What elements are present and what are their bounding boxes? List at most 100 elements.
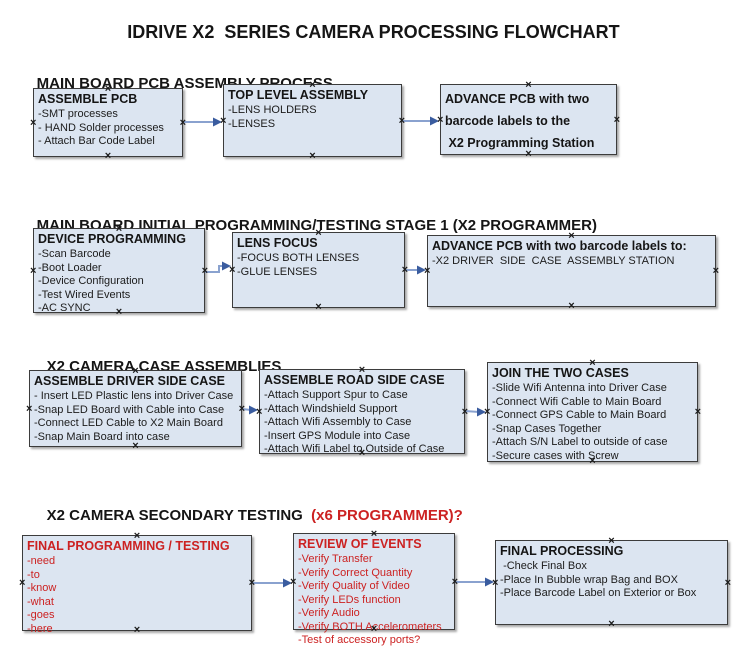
section-heading-secondary-testing: X2 CAMERA SECONDARY TESTING (x6 PROGRAMM… <box>30 490 463 541</box>
box-item: -Snap LED Board with Cable into Case <box>34 403 225 416</box>
box-item: -Verify BOTH Accelerometers <box>298 620 442 633</box>
box-title: DEVICE PROGRAMMING <box>38 232 186 246</box>
box-item: -here <box>27 622 53 635</box>
connection-point-icon: × <box>30 116 37 129</box>
connection-point-icon: × <box>229 264 236 276</box>
flow-box-final-programming-testing[interactable]: FINAL PROGRAMMING / TESTING -need -to -k… <box>19 531 255 636</box>
connection-point-icon: × <box>613 113 620 126</box>
box-item: -Slide Wifi Antenna into Driver Case <box>492 382 667 394</box>
flow-box-top-level-assembly[interactable]: TOP LEVEL ASSEMBLY -LENS HOLDERS -LENSES… <box>220 80 405 162</box>
box-item: -AC SYNC <box>38 302 91 314</box>
arrow-assemble-pcb-to-top-level[interactable] <box>184 117 222 127</box>
connection-point-icon: × <box>608 618 615 630</box>
box-item: -need <box>27 555 56 567</box>
arrow-final-programming-to-review[interactable] <box>252 578 292 588</box>
box-item: -Verify Audio <box>298 607 360 619</box>
connection-point-icon: × <box>712 265 719 277</box>
arrow-review-to-final-processing[interactable] <box>455 577 494 587</box>
box-item: -Connect GPS Cable to Main Board <box>492 409 667 421</box>
box-item: - HAND Solder processes <box>38 121 164 134</box>
box-item: -Connect LED Cable to X2 Main Board <box>34 417 223 429</box>
box-item: - Attach Bar Code Label <box>38 135 155 147</box>
flow-box-review-of-events[interactable]: REVIEW OF EVENTS -Verify Transfer -Verif… <box>290 529 458 647</box>
box-item: -LENS HOLDERS <box>228 104 317 116</box>
connection-point-icon: × <box>451 575 458 588</box>
arrow-road-case-to-join-cases[interactable] <box>464 407 486 417</box>
box-item: -know <box>27 582 57 594</box>
connection-point-icon: × <box>290 575 297 588</box>
flow-box-advance-pcb-programming-station[interactable]: ADVANCE PCB with two barcode labels to t… <box>437 80 620 160</box>
connection-point-icon: × <box>201 264 208 277</box>
box-item: -Verify Correct Quantity <box>298 566 413 579</box>
box-item: -goes <box>27 609 55 621</box>
arrow-top-level-to-advance-pcb[interactable] <box>402 116 439 126</box>
flow-box-device-programming[interactable]: DEVICE PROGRAMMING -Scan Barcode -Boot L… <box>30 224 208 318</box>
box-item: -Snap Cases Together <box>492 422 602 435</box>
box-title: LENS FOCUS <box>237 236 318 250</box>
box-item: -GLUE LENSES <box>237 265 318 278</box>
box-item: -Device Configuration <box>38 275 144 287</box>
flow-box-assemble-road-side-case[interactable]: ASSEMBLE ROAD SIDE CASE -Attach Support … <box>256 365 468 459</box>
box-title: ASSEMBLE PCB <box>38 92 138 106</box>
box-item: -Verify Quality of Video <box>298 580 410 592</box>
connection-point-icon: × <box>309 150 316 162</box>
box-item: -Test Wired Events <box>38 288 131 301</box>
connection-point-icon: × <box>568 300 575 312</box>
box-title: FINAL PROCESSING <box>500 544 624 558</box>
flow-box-lens-focus[interactable]: LENS FOCUS -FOCUS BOTH LENSES -GLUE LENS… <box>229 228 408 313</box>
box-item: -Attach Wifi Label to Outside of Case <box>264 443 445 455</box>
section-heading-text: X2 CAMERA SECONDARY TESTING <box>46 507 312 524</box>
box-item: -Attach Support Spur to Case <box>264 389 408 401</box>
flow-box-join-the-two-cases[interactable]: JOIN THE TWO CASES -Slide Wifi Antenna i… <box>484 358 701 467</box>
box-title: REVIEW OF EVENTS <box>298 537 422 551</box>
connection-point-icon: × <box>256 405 263 418</box>
connection-point-icon: × <box>492 576 499 589</box>
box-title: JOIN THE TWO CASES <box>492 366 629 380</box>
section-heading-highlight: (x6 PROGRAMMER)? <box>311 507 463 524</box>
box-item: -Attach S/N Label to outside of case <box>492 436 668 448</box>
box-item: -Boot Loader <box>38 261 102 274</box>
box-title: ADVANCE PCB with two barcode labels to t… <box>445 92 595 150</box>
arrow-driver-case-to-road-case[interactable] <box>241 405 258 415</box>
connection-point-icon: × <box>461 405 468 418</box>
box-item: -FOCUS BOTH LENSES <box>237 252 360 264</box>
box-title: ASSEMBLE DRIVER SIDE CASE <box>34 374 226 388</box>
connection-point-icon: × <box>104 150 112 162</box>
connection-point-icon: × <box>424 265 431 277</box>
connection-point-icon: × <box>26 402 33 415</box>
box-item: -Verify Transfer <box>298 553 373 565</box>
box-item: -Verify LEDs function <box>298 593 401 606</box>
connection-point-icon: × <box>724 576 731 589</box>
box-item: -what <box>27 595 54 608</box>
connection-point-icon: × <box>401 264 408 276</box>
arrow-lens-focus-to-advance-pcb[interactable] <box>405 265 426 275</box>
connection-point-icon: × <box>694 406 701 418</box>
arrow-device-programming-to-lens-focus[interactable] <box>205 261 231 273</box>
box-item: -Snap Main Board into case <box>34 430 170 443</box>
connection-point-icon: × <box>19 577 26 589</box>
box-title: FINAL PROGRAMMING / TESTING <box>27 539 230 553</box>
connection-point-icon: × <box>179 116 186 129</box>
flow-box-assemble-pcb[interactable]: ASSEMBLE PCB -SMT processes - HAND Solde… <box>30 84 186 162</box>
connection-point-icon: × <box>220 114 227 127</box>
flow-box-assemble-driver-side-case[interactable]: ASSEMBLE DRIVER SIDE CASE - Insert LED P… <box>26 366 245 452</box>
box-title: ADVANCE PCB with two barcode labels to: <box>432 239 687 253</box>
flow-box-final-processing[interactable]: FINAL PROCESSING -Check Final Box -Place… <box>492 536 731 630</box>
box-item: -Check Final Box <box>500 560 587 572</box>
box-title: ASSEMBLE ROAD SIDE CASE <box>264 373 445 387</box>
box-item: - Insert LED Plastic lens into Driver Ca… <box>34 390 234 402</box>
page-title: IDRIVE X2 SERIES CAMERA PROCESSING FLOWC… <box>127 22 620 42</box>
box-item: -Attach Wifi Assembly to Case <box>264 416 412 428</box>
connection-point-icon: × <box>315 301 322 313</box>
connection-point-icon: × <box>484 406 491 418</box>
flow-box-advance-pcb-driver-side[interactable]: ADVANCE PCB with two barcode labels to: … <box>424 231 719 312</box>
box-item: -Connect Wifi Cable to Main Board <box>492 395 662 408</box>
box-item: -to <box>27 568 40 581</box>
box-item: -Secure cases with Screw <box>492 449 619 462</box>
box-item: -Attach Windshield Support <box>264 402 398 415</box>
connection-point-icon: × <box>238 402 245 415</box>
box-item: -SMT processes <box>38 108 118 120</box>
connection-point-icon: × <box>437 113 444 126</box>
connection-point-icon: × <box>398 114 405 127</box>
